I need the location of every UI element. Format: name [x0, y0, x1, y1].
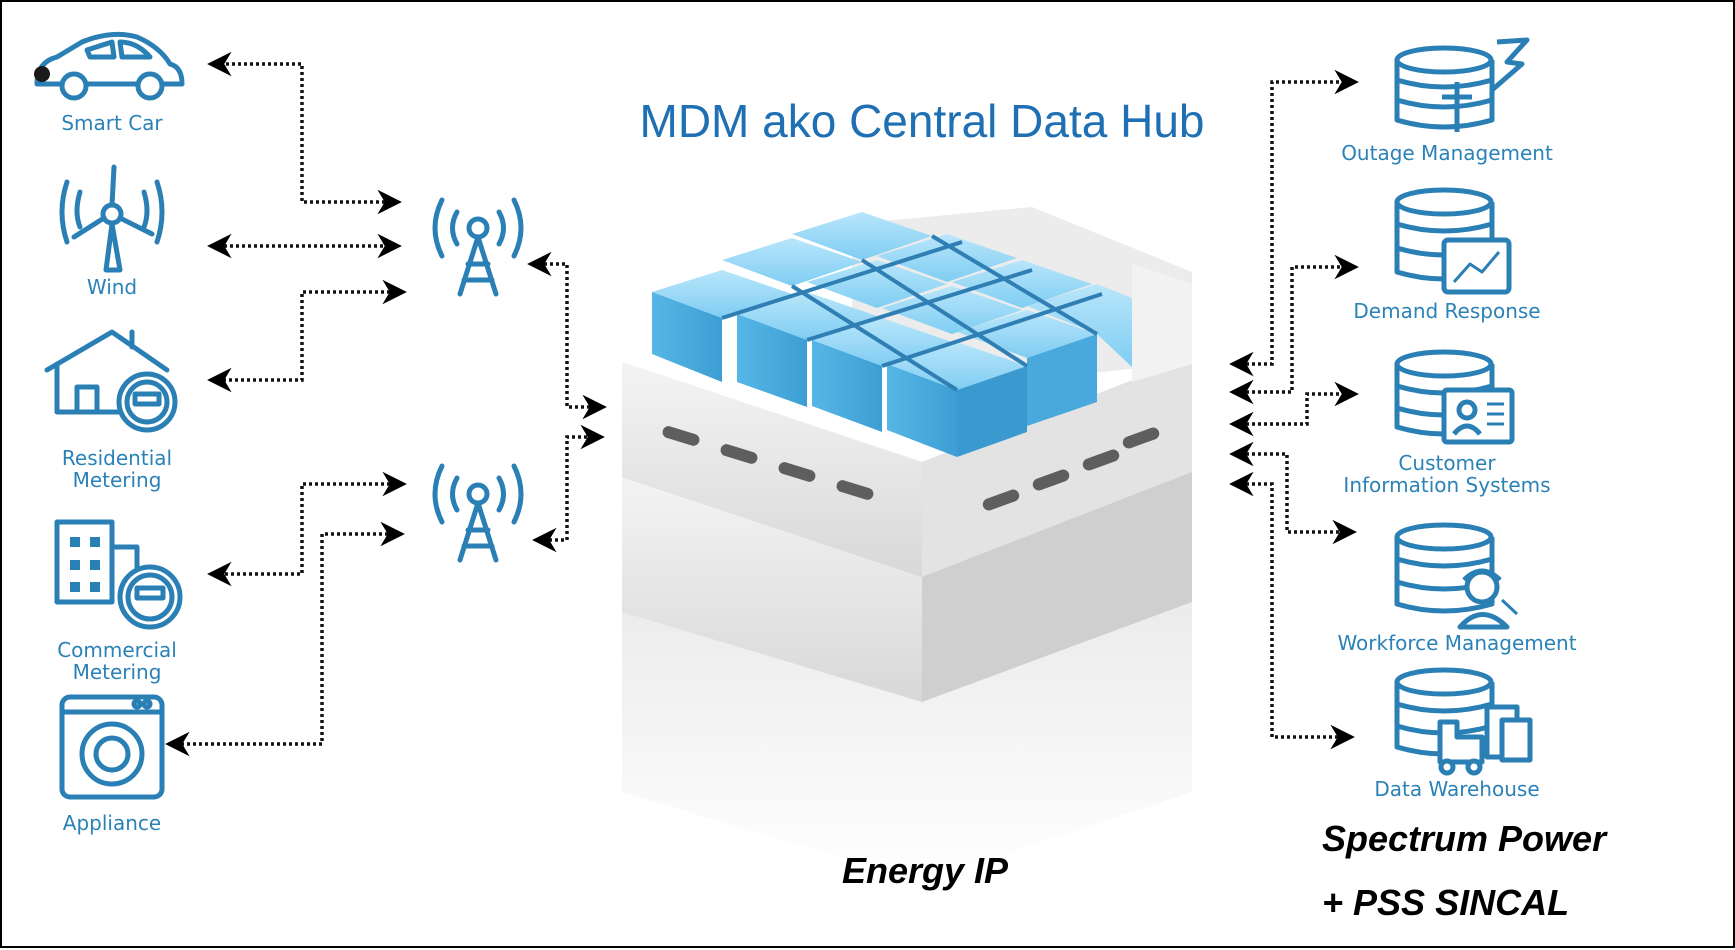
residential-label: Residential Metering [61, 446, 173, 492]
appliance-label: Appliance [62, 811, 162, 835]
energy-ip-cube [622, 207, 1192, 882]
wind-turbine-icon [59, 164, 165, 273]
energy-ip-label: Energy IP [842, 850, 1009, 891]
antenna-icon-top [432, 197, 524, 297]
customer-label: Customer Information Systems [1343, 451, 1551, 497]
connector-demand [1229, 254, 1359, 405]
connector-smart-car [207, 51, 402, 215]
connector-residential [207, 279, 407, 393]
brand-line-2: + PSS SINCAL [1322, 882, 1570, 923]
commercial-label: Commercial Metering [57, 638, 177, 684]
outage-label: Outage Management [1341, 141, 1553, 165]
customer-database-icon [1394, 349, 1515, 445]
washing-machine-icon [59, 694, 165, 800]
connector-antenna-bottom-hub [532, 424, 605, 553]
smart-car-icon [34, 31, 185, 101]
warehouse-database-icon [1394, 667, 1533, 776]
workforce-label: Workforce Management [1337, 631, 1577, 655]
antenna-icon-bottom [432, 463, 524, 563]
connector-commercial [207, 471, 407, 587]
demand-label: Demand Response [1353, 299, 1541, 323]
smart-car-label: Smart Car [61, 111, 163, 135]
warehouse-label: Data Warehouse [1374, 777, 1540, 801]
connector-antenna-top-hub [527, 251, 607, 420]
brand-line-1: Spectrum Power [1322, 818, 1607, 859]
connector-appliance [165, 521, 405, 757]
connector-customer [1229, 381, 1359, 437]
wind-label: Wind [86, 275, 138, 299]
building-meter-icon [54, 519, 183, 630]
connector-warehouse [1229, 471, 1355, 750]
outage-database-icon [1394, 37, 1530, 132]
demand-database-icon [1394, 187, 1512, 295]
diagram-title: MDM ako Central Data Hub [639, 95, 1205, 147]
workforce-database-icon [1394, 522, 1519, 630]
house-meter-icon [44, 329, 178, 433]
